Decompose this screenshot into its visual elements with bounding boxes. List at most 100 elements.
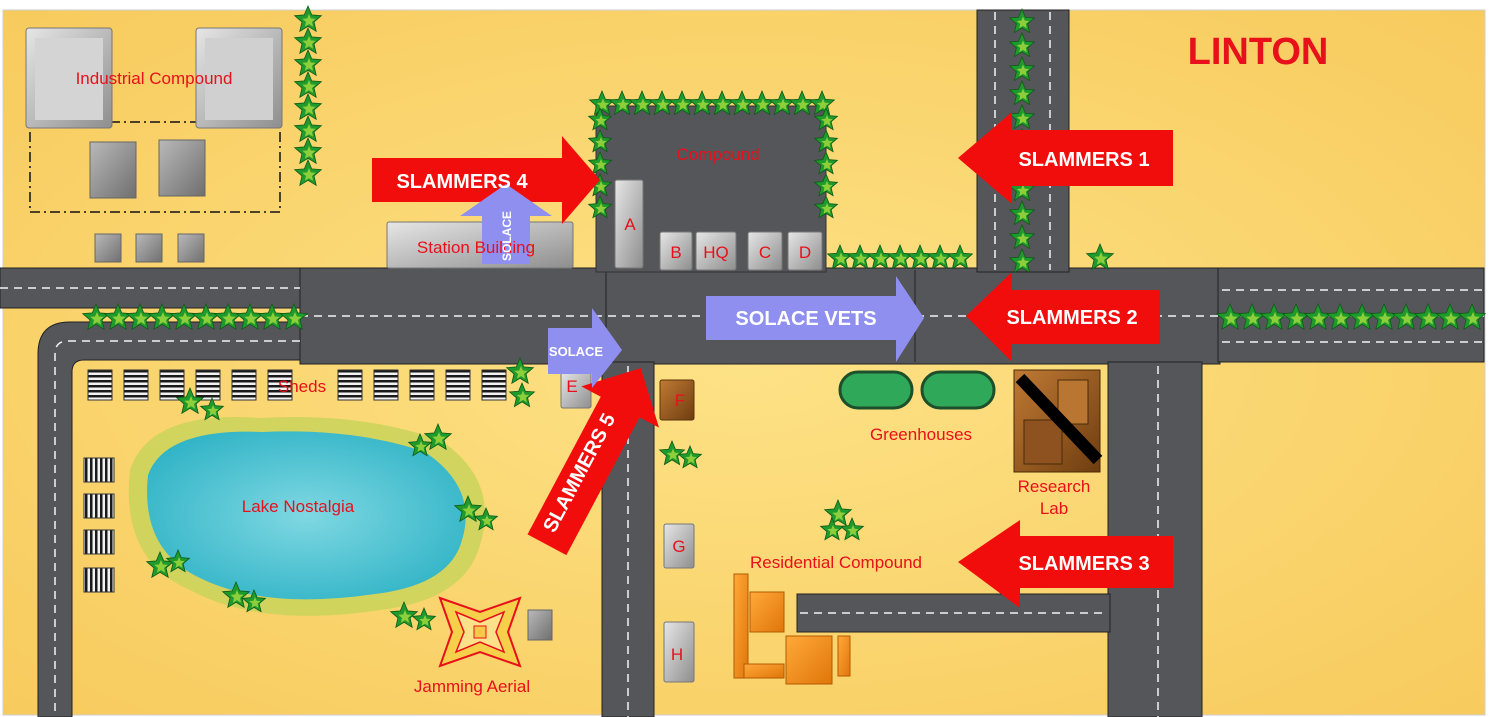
tree-highlight <box>1466 312 1480 325</box>
shed <box>83 457 115 483</box>
tree-highlight <box>302 58 316 71</box>
tree-highlight <box>156 312 170 325</box>
arrow-slammers-1 <box>958 112 1173 204</box>
tree-highlight <box>595 203 607 214</box>
tree-highlight <box>1224 312 1238 325</box>
tree-highlight <box>1312 312 1326 325</box>
tree-highlight <box>178 312 192 325</box>
label-compound: Compound <box>676 145 759 164</box>
tree-highlight <box>302 80 316 93</box>
road-west-loop <box>37 321 301 717</box>
shed <box>481 369 507 401</box>
label-jamming-aerial: Jamming Aerial <box>414 677 530 696</box>
shed <box>83 529 115 555</box>
tree-highlight <box>266 312 280 325</box>
tree-highlight <box>821 137 833 148</box>
tree-highlight <box>696 98 710 111</box>
tree-highlight <box>821 115 833 126</box>
sheds-row <box>83 369 507 593</box>
tree-highlight <box>821 181 833 192</box>
tree-highlight <box>514 366 528 379</box>
tree-highlight <box>398 610 412 623</box>
label-building-e: E <box>566 377 577 396</box>
tree-highlight <box>736 98 750 111</box>
building-h <box>663 621 695 683</box>
tree-highlight <box>1016 16 1030 29</box>
tree-highlight <box>1016 232 1030 245</box>
label-station-building: Station Building <box>417 238 535 257</box>
tree-highlight <box>462 504 476 517</box>
arrow-slammers-2 <box>966 272 1160 362</box>
label-sheds: Sheds <box>278 377 326 396</box>
vegetation <box>81 4 1487 631</box>
tree-highlight <box>1400 312 1414 325</box>
tree-highlight <box>1016 184 1030 197</box>
tree-highlight <box>1422 312 1436 325</box>
tree-highlight <box>1016 88 1030 101</box>
tree-highlight <box>184 396 198 409</box>
tree-highlight <box>173 557 185 568</box>
arrow-slammers-4 <box>372 136 600 224</box>
tree-highlight <box>821 159 833 170</box>
tree-highlight <box>656 98 670 111</box>
tree-highlight <box>112 312 126 325</box>
tree-highlight <box>827 525 839 536</box>
arrow-label-solace-right: SOLACE <box>549 344 604 359</box>
building-f <box>659 379 695 421</box>
arrow-solace-up <box>460 184 552 264</box>
tree-highlight <box>302 36 316 49</box>
arrow-label-solace-vets: SOLACE VETS <box>735 308 876 330</box>
tree-highlight <box>302 102 316 115</box>
tree-highlight <box>249 597 261 608</box>
tree-highlight <box>302 146 316 159</box>
tree-highlight <box>756 98 770 111</box>
tree-highlight <box>244 312 258 325</box>
tree-highlight <box>90 312 104 325</box>
label-building-hq: HQ <box>703 243 729 262</box>
label-building-g: G <box>672 537 685 556</box>
shed <box>373 369 399 401</box>
research-lab <box>1013 369 1103 473</box>
tree-highlight <box>666 448 680 461</box>
residential-compound <box>733 573 851 685</box>
arrow-label-solace-up: SOLACE <box>500 211 514 261</box>
tree-highlight <box>200 312 214 325</box>
shed <box>83 567 115 593</box>
shed <box>83 493 115 519</box>
tree-highlight <box>1356 312 1370 325</box>
shed <box>267 369 293 401</box>
label-building-f: F <box>675 391 685 410</box>
industrial-compound <box>25 27 283 263</box>
tree-highlight <box>516 390 530 403</box>
tree-highlight <box>716 98 730 111</box>
tree-highlight <box>1334 312 1348 325</box>
tree-highlight <box>1016 112 1030 125</box>
tree-highlight <box>207 405 219 416</box>
tree-highlight <box>832 508 846 521</box>
tree-highlight <box>676 98 690 111</box>
tree-highlight <box>1378 312 1392 325</box>
arrow-label-slammers-1: SLAMMERS 1 <box>1018 149 1149 171</box>
tree-highlight <box>595 159 607 170</box>
lake-nostalgia <box>147 431 466 600</box>
shed <box>445 369 471 401</box>
tree-highlight <box>834 252 848 265</box>
label-lake-nostalgia: Lake Nostalgia <box>242 497 355 516</box>
tree-highlight <box>432 432 446 445</box>
tree-highlight <box>874 252 888 265</box>
tree-highlight <box>1246 312 1260 325</box>
tree-highlight <box>954 252 968 265</box>
tree-highlight <box>134 312 148 325</box>
tree-highlight <box>854 252 868 265</box>
tree-highlight <box>415 441 427 452</box>
jamming-aerial <box>438 596 522 668</box>
arrow-label-slammers-4: SLAMMERS 4 <box>396 171 528 193</box>
tree-highlight <box>616 98 630 111</box>
compound-buildings <box>614 179 823 271</box>
label-building-c: C <box>759 243 771 262</box>
greenhouses <box>838 370 996 410</box>
tree-highlight <box>302 168 316 181</box>
shed <box>87 369 113 401</box>
shed <box>123 369 149 401</box>
